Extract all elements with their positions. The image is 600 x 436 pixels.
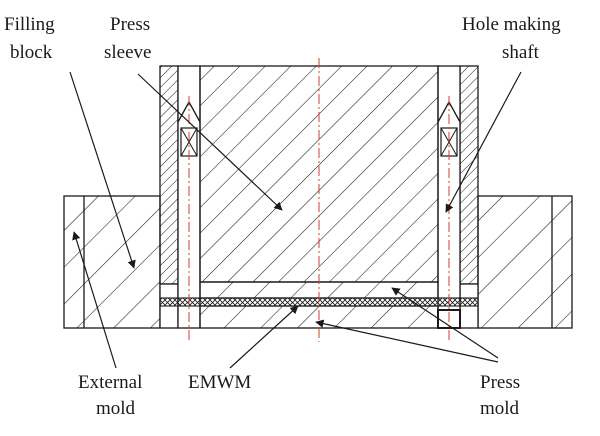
external-mold-left <box>63 195 161 329</box>
label-external-mold-line1: External <box>78 372 142 393</box>
label-press-mold-line1: Press <box>480 372 520 393</box>
label-filling-block-line1: Filling <box>4 14 55 35</box>
label-hole-making-shaft-line1: Hole making <box>462 14 561 35</box>
label-external-mold-line2: mold <box>96 398 136 419</box>
label-press-sleeve-line2: sleeve <box>104 42 151 63</box>
filling-block-right <box>459 65 479 329</box>
leader-lines <box>69 71 522 369</box>
label-hole-making-shaft-line2: shaft <box>502 42 540 63</box>
external-mold-right <box>477 195 573 329</box>
centerlines <box>188 58 450 342</box>
label-press-sleeve-line1: Press <box>110 14 150 35</box>
label-filling-block-line2: block <box>10 42 53 63</box>
label-emwm: EMWM <box>188 372 251 393</box>
labels: Filling block Press sleeve Hole making s… <box>4 14 561 419</box>
filling-block-left <box>159 65 179 329</box>
label-press-mold-line2: mold <box>480 398 520 419</box>
